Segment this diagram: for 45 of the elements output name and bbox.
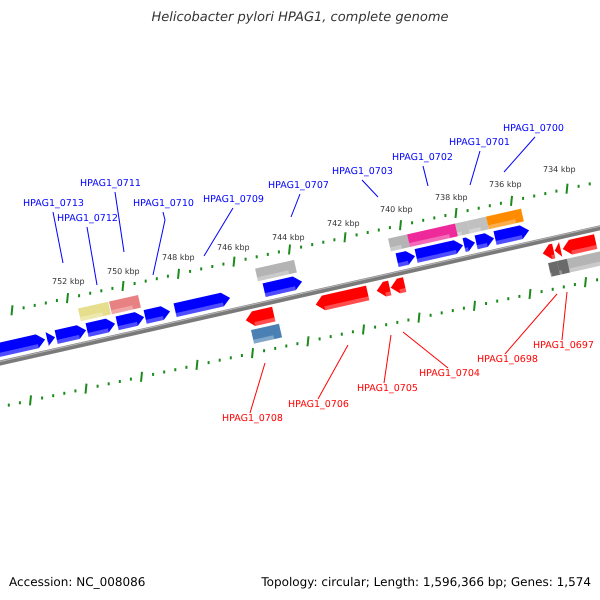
leader-line bbox=[152, 212, 166, 276]
gene-label: HPAG1_0700 bbox=[503, 124, 564, 134]
gene-label: HPAG1_0711 bbox=[80, 179, 141, 188]
leader-line bbox=[504, 294, 558, 354]
scale-label: 748 kbp bbox=[162, 254, 195, 262]
gene-label: HPAG1_0704 bbox=[419, 369, 480, 378]
gene-label: HPAG1_0707 bbox=[268, 181, 329, 190]
gene-label: HPAG1_0709 bbox=[203, 195, 264, 204]
scale-label: 740 kbp bbox=[380, 206, 413, 214]
leader-line bbox=[422, 166, 428, 186]
gene-label: HPAG1_0708 bbox=[222, 414, 283, 424]
leader-line bbox=[204, 208, 234, 256]
gene-label: HPAG1_0702 bbox=[392, 153, 453, 162]
scale-label: 742 kbp bbox=[327, 220, 360, 228]
gene-label: HPAG1_0697 bbox=[533, 341, 594, 350]
leader-line bbox=[290, 194, 300, 218]
leader-line bbox=[504, 136, 536, 172]
map-title: Helicobacter pylori HPAG1, complete genome bbox=[150, 11, 450, 24]
scale-label: 744 kbp bbox=[272, 234, 305, 242]
leader-line bbox=[384, 334, 392, 384]
accession-text: Accession: NC_008086 bbox=[9, 576, 146, 588]
scale-label: 738 kbp bbox=[435, 194, 468, 202]
scale-label: 752 kbp bbox=[52, 278, 85, 286]
leader-line bbox=[362, 180, 378, 198]
leader-line bbox=[52, 212, 64, 264]
genome-summary: Topology: circular; Length: 1,596,366 bp; Genes: 1,574 bbox=[261, 576, 591, 588]
leader-line bbox=[402, 332, 448, 368]
scale-label: 736 kbp bbox=[489, 181, 522, 189]
leader-line bbox=[562, 292, 568, 340]
scale-label: 734 kbp bbox=[543, 166, 576, 174]
gene-label: HPAG1_0706 bbox=[288, 400, 349, 410]
gene-label: HPAG1_0703 bbox=[332, 167, 393, 176]
gene-label: HPAG1_0698 bbox=[477, 355, 538, 364]
gene-label: HPAG1_0713 bbox=[23, 199, 84, 208]
scale-label: 746 kbp bbox=[217, 244, 250, 252]
leader-line bbox=[470, 150, 480, 186]
leader-line bbox=[86, 226, 98, 286]
gene-label: HPAG1_0701 bbox=[449, 138, 510, 148]
gene-label: HPAG1_0705 bbox=[357, 384, 418, 394]
leader-line bbox=[114, 192, 124, 252]
leader-line bbox=[250, 362, 266, 414]
gene-label: HPAG1_0712 bbox=[57, 214, 118, 224]
gene-label: HPAG1_0710 bbox=[133, 199, 194, 208]
leader-line bbox=[318, 344, 348, 400]
scale-label: 750 kbp bbox=[107, 268, 140, 276]
